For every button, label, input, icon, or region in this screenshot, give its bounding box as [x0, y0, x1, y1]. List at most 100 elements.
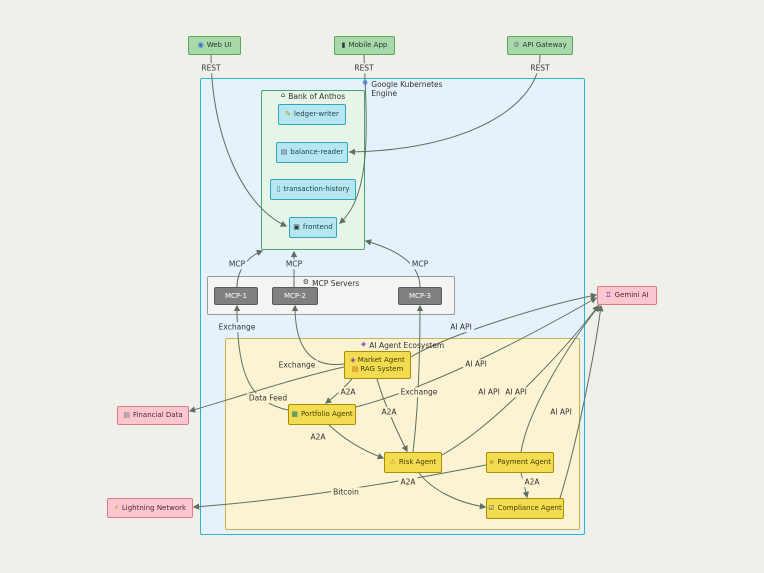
node-mobile-app: ▮ Mobile App [334, 36, 395, 55]
edge-label-ai-api: AI API [476, 387, 502, 397]
edge-risk-compliance [418, 472, 487, 510]
frontend-label: frontend [302, 223, 333, 231]
gemini-ai-label: Gemini AI [614, 291, 649, 299]
edge-market-mcp2 [291, 304, 345, 366]
node-lightning-network: ⚡ Lightning Network [107, 498, 193, 518]
edge-payment-gemini [520, 304, 600, 453]
web-ui-label: Web UI [206, 41, 232, 49]
bank-icon: ⌂ [280, 91, 286, 99]
node-gemini-ai: ♊ Gemini AI [597, 286, 657, 305]
edge-label-a2a: A2A [379, 407, 399, 417]
payment-icon: ◆ [489, 458, 495, 466]
mcp-3-label: MCP-3 [409, 291, 431, 300]
edge-label-mcp: MCP [283, 259, 305, 269]
edge-label-a2a: A2A [398, 477, 418, 487]
node-ledger-writer: ✎ ledger-writer [278, 104, 346, 125]
node-balance-reader: ▤ balance-reader [276, 142, 348, 163]
gke-region-title: ☸ Google Kubernetes Engine [362, 79, 446, 99]
node-frontend: ▣ frontend [289, 217, 337, 238]
portfolio-icon: ▦ [291, 410, 298, 418]
mcp-1-label: MCP-1 [225, 291, 247, 300]
edge-market-gemini [410, 292, 598, 358]
mcp-2-label: MCP-2 [284, 291, 306, 300]
mobile-icon: ▮ [341, 41, 346, 49]
compliance-agent-label: Compliance Agent [497, 504, 562, 512]
edge-label-data-feed: Data Feed [246, 393, 290, 403]
node-mcp-2: MCP-2 [272, 287, 318, 305]
edge-risk-gemini [441, 304, 599, 456]
edge-label-exchange: Exchange [276, 360, 318, 370]
rag-system-label: RAG System [360, 365, 404, 373]
books-icon: ▤ [351, 365, 359, 373]
mcp-region-label: MCP Servers [312, 279, 360, 288]
edge-label-a2a: A2A [522, 477, 542, 487]
edge-label-exchange: Exchange [216, 322, 258, 332]
pencil-icon: ✎ [285, 110, 291, 118]
wrench-icon: ⚙ [302, 278, 310, 286]
data-icon: ▤ [123, 411, 131, 419]
edge-portfolio-risk [328, 424, 385, 460]
mobile-app-label: Mobile App [348, 41, 388, 49]
edge-label-rest: REST [528, 63, 552, 73]
edge-label-ai-api: AI API [503, 387, 529, 397]
edge-label-a2a: A2A [338, 387, 358, 397]
warning-icon: ⚠ [389, 458, 396, 466]
edge-mobile-frontend [339, 54, 367, 224]
bank-region-label: Bank of Anthos [288, 92, 346, 101]
portfolio-agent-label: Portfolio Agent [300, 410, 353, 418]
kubernetes-helm-icon: ☸ [362, 79, 369, 87]
edge-compliance-gemini [559, 304, 604, 499]
mcp-region-title: ⚙ MCP Servers [207, 278, 455, 289]
node-api-gateway: ⚙ API Gateway [507, 36, 573, 55]
bank-region-title: ⌂ Bank of Anthos [261, 91, 365, 102]
globe-icon: ◉ [197, 41, 204, 49]
edge-label-ai-api: AI API [548, 407, 574, 417]
rag-system-row: ▤ RAG System [352, 366, 404, 373]
checklist-icon: ☑ [488, 504, 495, 512]
edge-label-rest: REST [352, 63, 376, 73]
lightning-network-label: Lightning Network [121, 503, 187, 512]
edge-gateway-balance-reader [348, 54, 541, 156]
chart-icon: ▤ [280, 148, 288, 156]
gateway-gear-icon: ⚙ [513, 41, 520, 49]
monitor-icon: ▣ [293, 223, 300, 231]
api-gateway-label: API Gateway [522, 41, 567, 49]
node-mcp-3: MCP-3 [398, 287, 442, 305]
edge-label-a2a: A2A [308, 432, 328, 442]
node-risk-agent: ⚠ Risk Agent [384, 452, 442, 473]
robot-icon: ◈ [360, 340, 367, 348]
edge-label-exchange: Exchange [398, 387, 440, 397]
transaction-history-label: transaction-history [283, 185, 350, 193]
eco-region-title: ◈ AI Agent Ecosystem [225, 340, 580, 351]
document-icon: ▯ [276, 185, 281, 193]
lightning-icon: ⚡ [113, 503, 119, 512]
edge-label-bitcoin: Bitcoin [331, 487, 361, 497]
node-web-ui: ◉ Web UI [188, 36, 241, 55]
edge-mcp3-bank [364, 239, 421, 288]
edge-label-mcp: MCP [226, 259, 248, 269]
node-mcp-1: MCP-1 [214, 287, 258, 305]
risk-agent-label: Risk Agent [398, 458, 437, 466]
edge-payment-lightning [192, 464, 487, 510]
balance-reader-label: balance-reader [290, 148, 344, 156]
edge-webui-frontend [210, 54, 288, 227]
financial-data-label: Financial Data [133, 411, 183, 419]
node-payment-agent: ◆ Payment Agent [486, 452, 554, 473]
edge-label-mcp: MCP [409, 259, 431, 269]
market-agent-row: ◈ Market Agent [350, 357, 404, 364]
node-market-agent-rag-system: ◈ Market Agent ▤ RAG System [344, 351, 411, 379]
node-financial-data: ▤ Financial Data [117, 406, 189, 425]
payment-agent-label: Payment Agent [497, 458, 551, 466]
node-portfolio-agent: ▦ Portfolio Agent [288, 404, 356, 425]
edge-label-ai-api: AI API [448, 322, 474, 332]
edge-label-rest: REST [199, 63, 223, 73]
edge-label-ai-api: AI API [463, 359, 489, 369]
robot-icon: ◈ [350, 356, 356, 364]
node-compliance-agent: ☑ Compliance Agent [486, 498, 564, 519]
gemini-icon: ♊ [605, 291, 612, 299]
edge-portfolio-gemini [355, 297, 598, 408]
market-agent-label: Market Agent [357, 356, 405, 364]
ledger-writer-label: ledger-writer [293, 110, 339, 118]
gke-region-label: Google Kubernetes Engine [371, 80, 443, 98]
